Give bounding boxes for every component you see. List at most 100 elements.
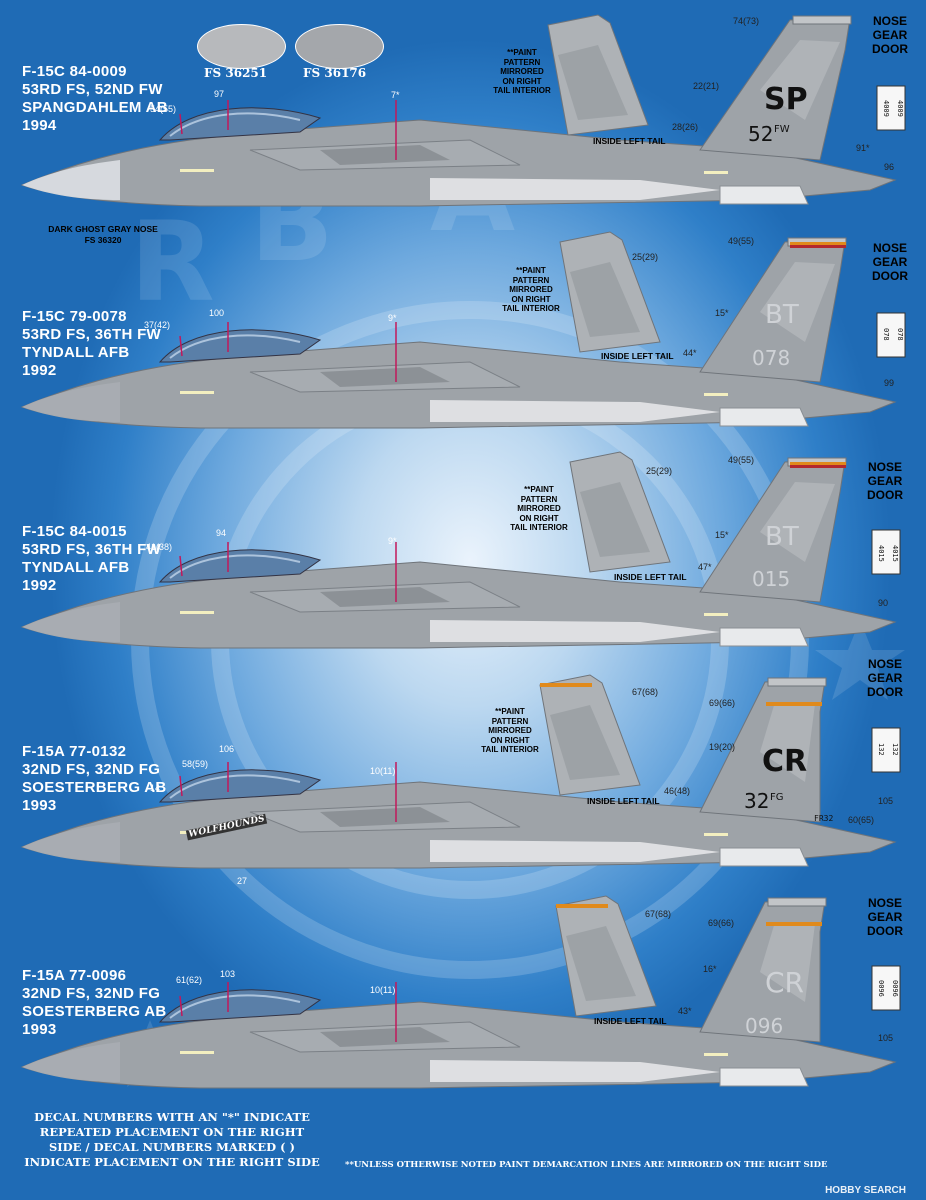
label-2-canopy-side: 37(42) xyxy=(144,320,171,330)
footer-paint-note: **UNLESS OTHERWISE NOTED PAINT DEMARCATI… xyxy=(345,1160,828,1170)
tail-number-5: 096 xyxy=(745,1014,784,1038)
tail-code-3: BT xyxy=(765,522,799,552)
jet-3-belly-highlight xyxy=(430,620,720,642)
jet-5-canopy-side-leader xyxy=(179,995,183,1017)
inside-left-tail-5: INSIDE LEFT TAIL xyxy=(594,1016,667,1026)
gear-code-5a: 0096 xyxy=(877,980,885,997)
tail-code-1: SP xyxy=(764,82,808,117)
jet-4-inside-tail-band xyxy=(540,683,592,687)
label-2-fuselage-end: 99 xyxy=(884,378,895,388)
jet-3-nozzle xyxy=(719,627,809,647)
label-3-inside-tail: 25(29) xyxy=(646,466,673,476)
gear-code-5b: 0096 xyxy=(891,980,899,997)
jet-5-belly-highlight xyxy=(430,1060,720,1082)
label-5-tail-code: 16* xyxy=(703,964,717,974)
label-4-fuselage-end: 105 xyxy=(878,796,894,806)
label-4-tail-code: 19(20) xyxy=(709,742,736,752)
jet-5-tail-band-orange xyxy=(766,922,822,926)
gear-code-4b: 132 xyxy=(891,743,899,756)
label-4-tail-rear: 60(65) xyxy=(848,815,875,825)
label-2-tail-number: 44* xyxy=(683,348,697,358)
gear-code-4a: 132 xyxy=(877,743,885,756)
label-4-canopy: 106 xyxy=(219,744,235,754)
jet-4-nose xyxy=(22,822,120,862)
tail-code-2: BT xyxy=(765,300,799,330)
label-4-inside-tail: 67(68) xyxy=(632,687,659,697)
gear-code-1a: 4009 xyxy=(882,100,890,117)
label-2-canopy: 100 xyxy=(209,308,225,318)
label-2-inside-tail: 25(29) xyxy=(632,252,659,262)
gear-code-3a: 4015 xyxy=(877,545,885,562)
label-1-tail-rear: 91* xyxy=(856,143,870,153)
jet-3-inside-tail-camo xyxy=(580,482,650,557)
hobby-search-watermark: HOBBY SEARCH xyxy=(825,1185,906,1196)
swatch-label-2: FS 36176 xyxy=(303,66,367,80)
label-5-tail-number: 43* xyxy=(678,1006,692,1016)
label-3-canopy-side: 41(38) xyxy=(146,542,173,552)
jet-2-inside-tail-camo xyxy=(570,262,640,337)
swatch-fs36251 xyxy=(197,24,286,69)
label-5-canopy-side: 61(62) xyxy=(176,975,203,985)
jet-1-belly-highlight xyxy=(430,178,720,200)
jet-5-panel xyxy=(320,1027,450,1047)
label-2-tail-code: 15* xyxy=(715,308,729,318)
jet-1-canopy-side-leader xyxy=(179,113,183,135)
tail-code-4: CR xyxy=(762,744,808,779)
label-5-canopy: 103 xyxy=(220,969,236,979)
jet-4-inside-tail-camo xyxy=(550,705,620,780)
jet-2-panel xyxy=(320,367,450,387)
label-5-tail-top: 69(66) xyxy=(708,918,735,928)
label-1-spine: 7* xyxy=(391,90,400,100)
jet-2-canopy-side-leader xyxy=(179,335,183,357)
jet-5-gear-door xyxy=(871,965,901,1011)
label-4-spine: 10(11) xyxy=(370,766,396,776)
jet-4-canopy-side-leader xyxy=(179,775,183,797)
jet-3-tail-band-orange xyxy=(790,462,846,465)
jet-2-tail-band-red xyxy=(790,245,846,248)
tail-serial-4: FR32 xyxy=(814,814,834,823)
jet-5-rear-light xyxy=(704,1053,728,1056)
jet-4-gear-door xyxy=(871,727,901,773)
tail-number-3: 015 xyxy=(752,567,791,591)
label-3-tail-top: 49(55) xyxy=(728,455,755,465)
label-3-canopy: 94 xyxy=(216,528,227,538)
label-2-spine: 9* xyxy=(388,313,397,323)
jet-5-formation-light xyxy=(180,1051,214,1054)
inside-left-tail-3: INSIDE LEFT TAIL xyxy=(614,572,687,582)
jet-5-inside-tail-band xyxy=(556,904,608,908)
jet-2-rear-light xyxy=(704,393,728,396)
gear-code-2a: 078 xyxy=(882,328,890,341)
jet-3-panel xyxy=(320,587,450,607)
jet-1-tail-cap xyxy=(792,15,852,25)
jet-4-tail-camo xyxy=(760,702,815,782)
jet-2-nose xyxy=(22,382,120,422)
jet-5-tail-camo xyxy=(760,922,815,1002)
label-4-nose-side: 14 xyxy=(150,783,161,793)
jet-4-tail-cap xyxy=(767,677,827,687)
inside-left-tail-4: INSIDE LEFT TAIL xyxy=(587,796,660,806)
tail-sub-4: FG xyxy=(770,792,784,803)
label-1-tail-code: 22(21) xyxy=(693,81,720,91)
label-3-fuselage-end: 90 xyxy=(878,598,889,608)
label-5-inside-tail: 67(68) xyxy=(645,909,672,919)
inside-left-tail-2: INSIDE LEFT TAIL xyxy=(601,351,674,361)
jet-1-rear-light xyxy=(704,171,728,174)
tail-code-5: CR xyxy=(765,966,805,999)
tail-number-4: 32 xyxy=(744,789,770,813)
label-4-tail-top: 69(66) xyxy=(709,698,736,708)
label-4-nose-art: 27 xyxy=(237,876,248,886)
jet-5-nose xyxy=(22,1042,120,1082)
label-1-tail-number: 28(26) xyxy=(672,122,699,132)
jet-1-nose xyxy=(22,160,120,200)
jet-5-nozzle xyxy=(719,1067,809,1087)
